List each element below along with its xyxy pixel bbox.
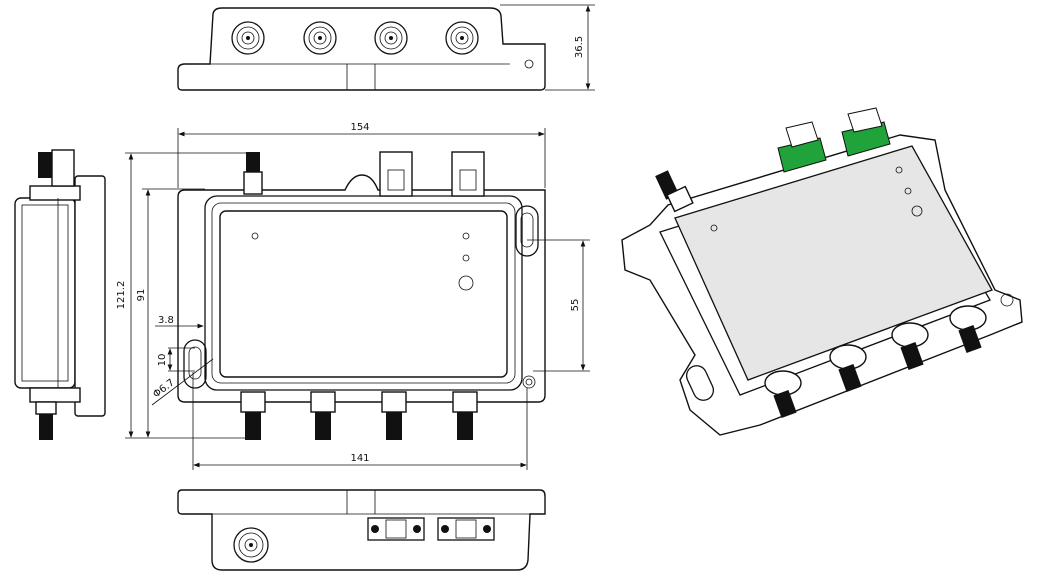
dim-spacing-141: 141	[350, 453, 369, 464]
front-view: 154 121.2 91 3.8 10 Φ6.7 55 141	[116, 122, 590, 470]
label-panel	[674, 145, 993, 381]
sc-adapter-green-1	[777, 121, 827, 173]
dim-offset-3-8: 3.8	[158, 315, 174, 326]
sc-adapter-top-1	[379, 151, 413, 197]
dim-height-121-2: 121.2	[116, 281, 127, 310]
sc-adapter-green-2	[841, 107, 891, 157]
connector-1	[240, 391, 266, 440]
connector-3	[381, 391, 407, 440]
connector-4	[445, 21, 479, 55]
dim-height-36-5: 36.5	[574, 36, 585, 58]
side-view	[14, 149, 106, 440]
connector-4	[452, 391, 478, 440]
bottom-view	[177, 489, 546, 571]
f-connector-iso-3	[891, 322, 929, 371]
isometric-view	[621, 107, 1023, 436]
f-connector-iso-4	[949, 305, 987, 354]
top-connectors	[231, 21, 479, 55]
f-connector-iso-2	[829, 344, 867, 393]
connector-2	[310, 391, 336, 440]
dim-spacing-55: 55	[570, 299, 581, 312]
connector-3	[374, 21, 408, 55]
connector-2	[303, 21, 337, 55]
dim-slot-10: 10	[157, 354, 168, 367]
connector-1	[231, 21, 265, 55]
sc-adapter-top-2	[451, 151, 485, 197]
dim-width-154: 154	[350, 122, 369, 133]
top-view: 36.5	[177, 4, 595, 91]
sc-flange-1	[367, 517, 425, 541]
side-connector	[233, 527, 269, 563]
f-connector-top	[243, 152, 263, 195]
dim-height-91: 91	[136, 289, 147, 302]
bottom-connectors	[240, 391, 478, 440]
sc-flange-2	[437, 517, 495, 541]
f-connector-iso-1	[764, 370, 802, 419]
dim-hole-6-7: Φ6.7	[151, 377, 177, 400]
f-connector-iso-top	[655, 170, 694, 213]
